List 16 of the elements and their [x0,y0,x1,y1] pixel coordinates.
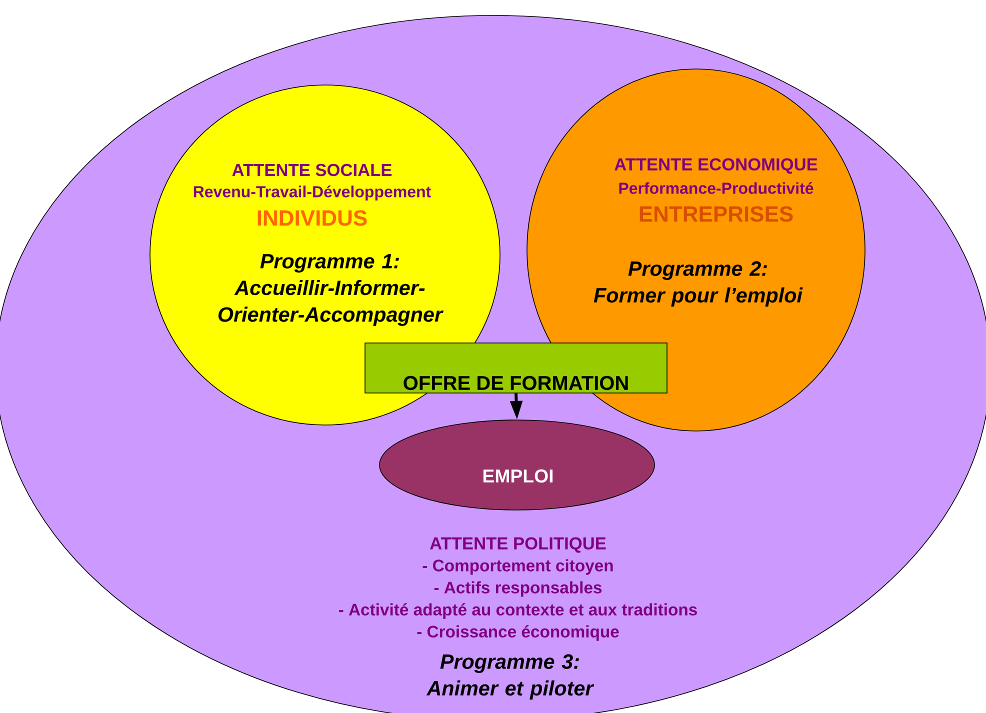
box-label: OFFRE DE FORMATION [404,376,628,390]
heading-text: ATTENTE SOCIALE [232,164,392,176]
heading-text: ATTENTE ECONOMIQUE [614,158,818,174]
group-label: ENTREPRISES [640,206,793,222]
subheading-text: Performance-Productivité [619,182,814,194]
list-item: - Actifs responsables [434,581,602,597]
heading-text: ATTENTE POLITIQUE [430,537,606,553]
list-item: - Croissance économique [417,625,619,641]
programme-text: Programme 3: Animer et piloter [426,654,594,700]
ellipse-label: EMPLOI [483,469,553,483]
list-item: - Activité adapté au contexte et aux traditions [338,603,697,619]
subheading-text: Revenu-Travail-Développement [194,185,431,201]
list-item: - Comportement citoyen [422,559,613,575]
programme-text: Programme 1: Accueillir-Informer-Orienter-Accompagner [218,254,444,326]
programme-text: Programme 2: Former pour l’emploi [594,261,803,307]
group-label: INDIVIDUS [258,210,367,226]
